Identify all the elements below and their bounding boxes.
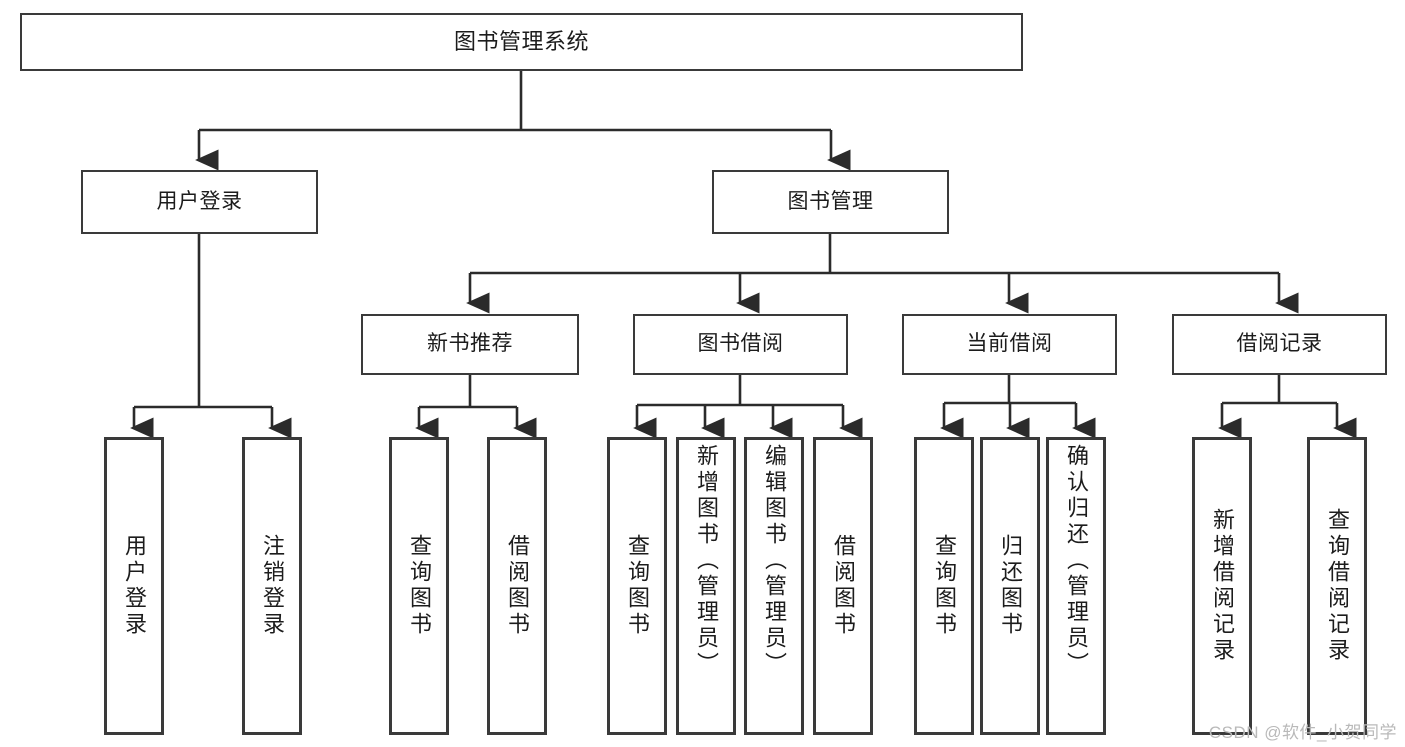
node-label: 确认归还（管理员） xyxy=(1064,444,1089,678)
node-label: 新增借阅记录 xyxy=(1210,508,1235,664)
leaf-edit-book-admin[interactable]: 编辑图书（管理员） xyxy=(744,437,804,735)
leaf-add-book-admin[interactable]: 新增图书（管理员） xyxy=(676,437,736,735)
node-label: 借阅图书 xyxy=(505,534,530,638)
node-current-borrow[interactable]: 当前借阅 xyxy=(902,314,1117,375)
node-label: 注销登录 xyxy=(260,534,285,638)
leaf-query-book-current[interactable]: 查询图书 xyxy=(914,437,974,735)
node-book-management[interactable]: 图书管理 xyxy=(712,170,949,234)
node-label: 用户登录 xyxy=(156,189,243,213)
leaf-confirm-return-admin[interactable]: 确认归还（管理员） xyxy=(1046,437,1106,735)
leaf-query-book-borrow[interactable]: 查询图书 xyxy=(607,437,667,735)
leaf-query-borrow-record[interactable]: 查询借阅记录 xyxy=(1307,437,1367,735)
node-label: 图书管理 xyxy=(787,189,874,213)
node-borrow-record[interactable]: 借阅记录 xyxy=(1172,314,1387,375)
leaf-user-login[interactable]: 用户登录 xyxy=(104,437,164,735)
node-label: 编辑图书（管理员） xyxy=(762,444,787,678)
node-label: 图书管理系统 xyxy=(453,29,589,55)
node-label: 新增图书（管理员） xyxy=(694,444,719,678)
node-label: 新书推荐 xyxy=(427,332,513,356)
leaf-logout-login[interactable]: 注销登录 xyxy=(242,437,302,735)
node-book-borrow[interactable]: 图书借阅 xyxy=(633,314,848,375)
node-user-login[interactable]: 用户登录 xyxy=(81,170,318,234)
leaf-add-borrow-record[interactable]: 新增借阅记录 xyxy=(1192,437,1252,735)
node-label: 借阅图书 xyxy=(831,534,856,638)
watermark-text: CSDN @软件_小贺同学 xyxy=(1208,723,1397,742)
leaf-query-book-recommend[interactable]: 查询图书 xyxy=(389,437,449,735)
node-label: 图书借阅 xyxy=(697,332,784,356)
node-label: 用户登录 xyxy=(122,534,147,638)
leaf-return-book[interactable]: 归还图书 xyxy=(980,437,1040,735)
node-new-book-recommend[interactable]: 新书推荐 xyxy=(361,314,579,375)
node-root-system[interactable]: 图书管理系统 xyxy=(20,13,1023,71)
node-label: 查询图书 xyxy=(932,534,957,638)
node-label: 归还图书 xyxy=(998,534,1023,638)
node-label: 借阅记录 xyxy=(1236,332,1323,356)
node-label: 当前借阅 xyxy=(966,332,1053,356)
leaf-borrow-book-borrow[interactable]: 借阅图书 xyxy=(813,437,873,735)
node-label: 查询图书 xyxy=(407,534,432,638)
leaf-borrow-book-recommend[interactable]: 借阅图书 xyxy=(487,437,547,735)
node-label: 查询借阅记录 xyxy=(1325,508,1350,664)
node-label: 查询图书 xyxy=(625,534,650,638)
